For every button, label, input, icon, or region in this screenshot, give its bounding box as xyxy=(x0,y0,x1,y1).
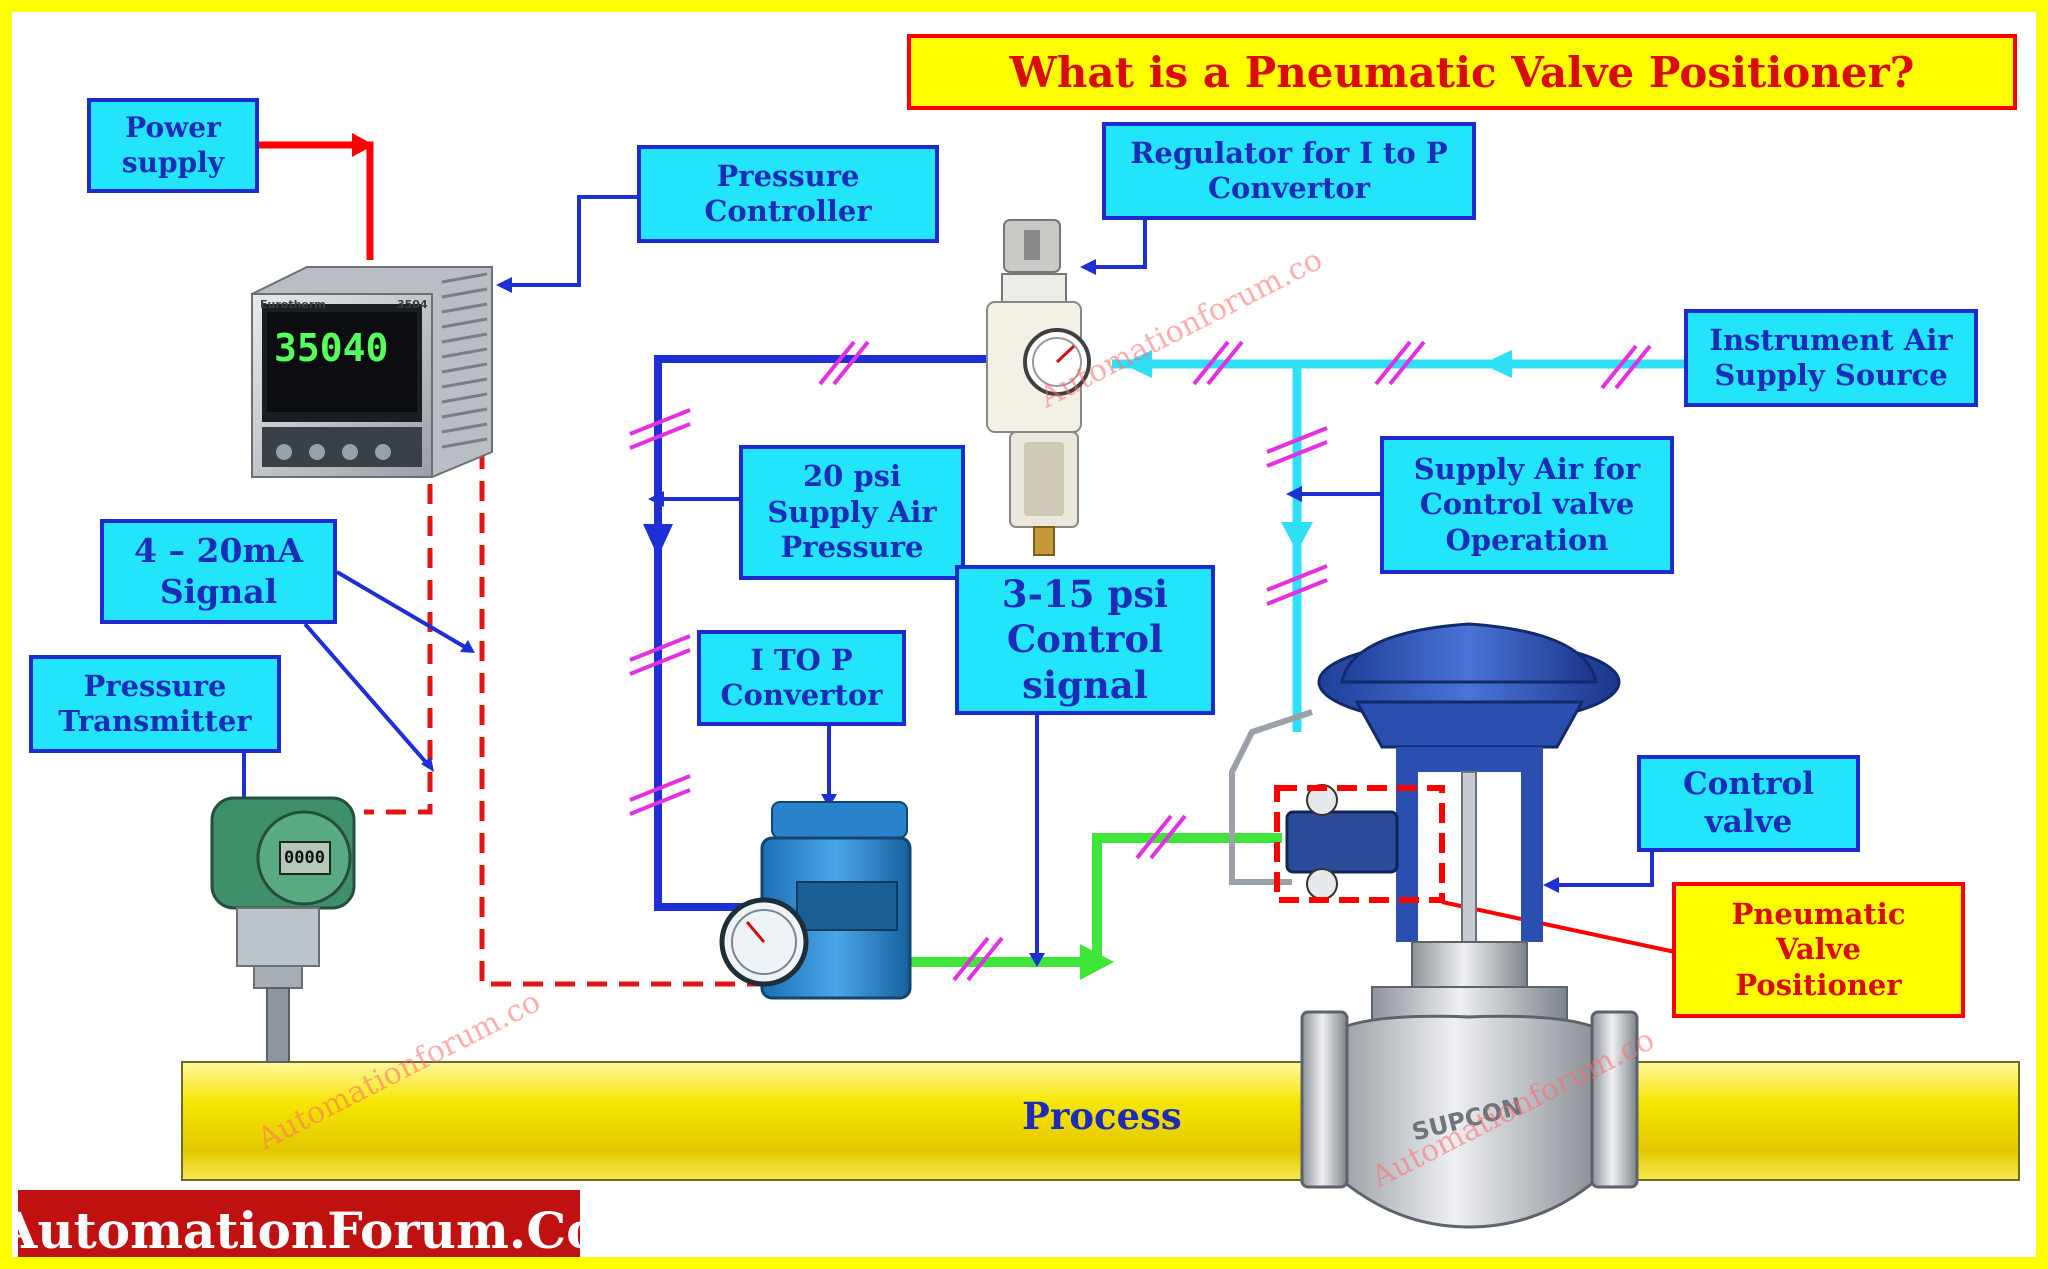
controller-model: 3504 xyxy=(397,298,428,311)
signal-4-20-label: 4 – 20mA Signal xyxy=(100,519,337,624)
pressure-controller-device xyxy=(251,266,493,478)
air-arrow-down xyxy=(1281,522,1313,552)
supply-20psi-arrow xyxy=(643,524,673,557)
control-output-arrow xyxy=(1080,944,1114,980)
supply-20psi-line xyxy=(654,355,1012,911)
transmitter-display: 0000 xyxy=(284,848,325,868)
diagram-graphics: SUPCON xyxy=(181,133,2020,1229)
supply-20psi-label: 20 psi Supply Air Pressure xyxy=(739,445,965,580)
regulator-device xyxy=(986,219,1091,556)
process-label: Process xyxy=(1022,1094,1182,1138)
positioner-leader xyxy=(1441,900,1676,954)
controller-display: 35040 xyxy=(274,326,389,370)
pressure-controller-label: Pressure Controller xyxy=(637,145,939,243)
page-title: What is a Pneumatic Valve Positioner? xyxy=(907,34,2017,110)
supply-air-control-label: Supply Air for Control valve Operation xyxy=(1380,436,1674,574)
transmitter-signal-line xyxy=(364,452,433,815)
i-to-p-device xyxy=(719,801,912,1000)
controller-brand: Eurotherm xyxy=(260,298,326,311)
instrument-air-label: Instrument Air Supply Source xyxy=(1684,309,1978,407)
pressure-transmitter-label: Pressure Transmitter xyxy=(29,655,281,753)
power-line-arrow xyxy=(352,133,374,157)
positioner-highlight xyxy=(1274,785,1445,903)
control-signal-label: 3-15 psi Control signal xyxy=(955,565,1215,715)
control-valve-device: SUPCON xyxy=(1229,622,1639,1229)
air-arrow-2 xyxy=(1122,350,1152,378)
brand-logo: AutomationForum.Co xyxy=(12,1190,599,1257)
regulator-label: Regulator for I to P Convertor xyxy=(1102,122,1476,220)
power-supply-label: Power supply xyxy=(87,98,259,193)
pressure-transmitter-device xyxy=(210,796,356,1063)
i-to-p-label: I TO P Convertor xyxy=(697,630,906,726)
power-supply-line xyxy=(258,141,374,260)
positioner-label: Pneumatic Valve Positioner xyxy=(1672,882,1965,1018)
air-arrow-1 xyxy=(1482,350,1512,378)
control-valve-label: Control valve xyxy=(1637,755,1860,852)
process-pipe xyxy=(181,1061,2020,1181)
control-output-line xyxy=(902,833,1282,967)
